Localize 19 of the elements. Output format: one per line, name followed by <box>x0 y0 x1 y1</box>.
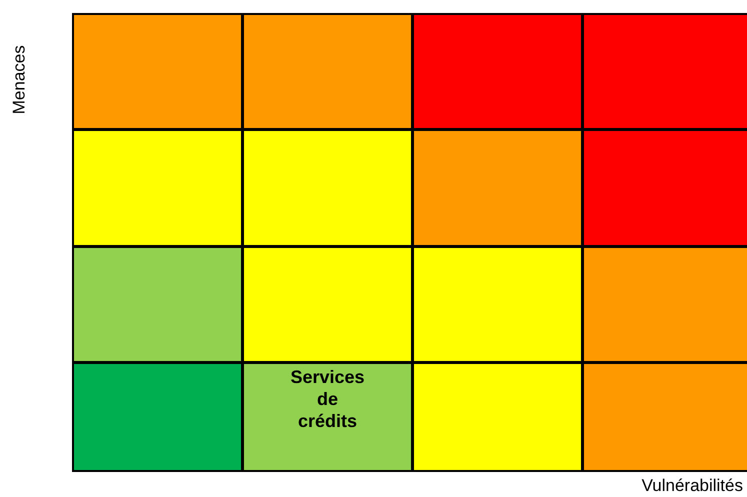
grid-cell <box>582 362 747 472</box>
grid-cell <box>72 246 243 363</box>
axis-label: Menaces <box>8 46 30 114</box>
grid-cell <box>412 13 583 130</box>
grid-cell <box>582 13 747 130</box>
grid-cell <box>242 13 413 130</box>
grid-cell <box>242 129 413 247</box>
grid-cell <box>242 246 413 363</box>
grid-cell <box>582 246 747 363</box>
cell-label: Services de crédits <box>289 366 366 432</box>
grid-cell <box>412 129 583 247</box>
grid-cell <box>412 246 583 363</box>
grid-cell <box>242 362 413 472</box>
grid-cell <box>72 13 243 130</box>
grid-cell <box>582 129 747 247</box>
grid-cell <box>72 362 243 472</box>
axis-label: Vulnérabilités <box>642 475 743 497</box>
grid-cell <box>412 362 583 472</box>
grid-cell <box>72 129 243 247</box>
